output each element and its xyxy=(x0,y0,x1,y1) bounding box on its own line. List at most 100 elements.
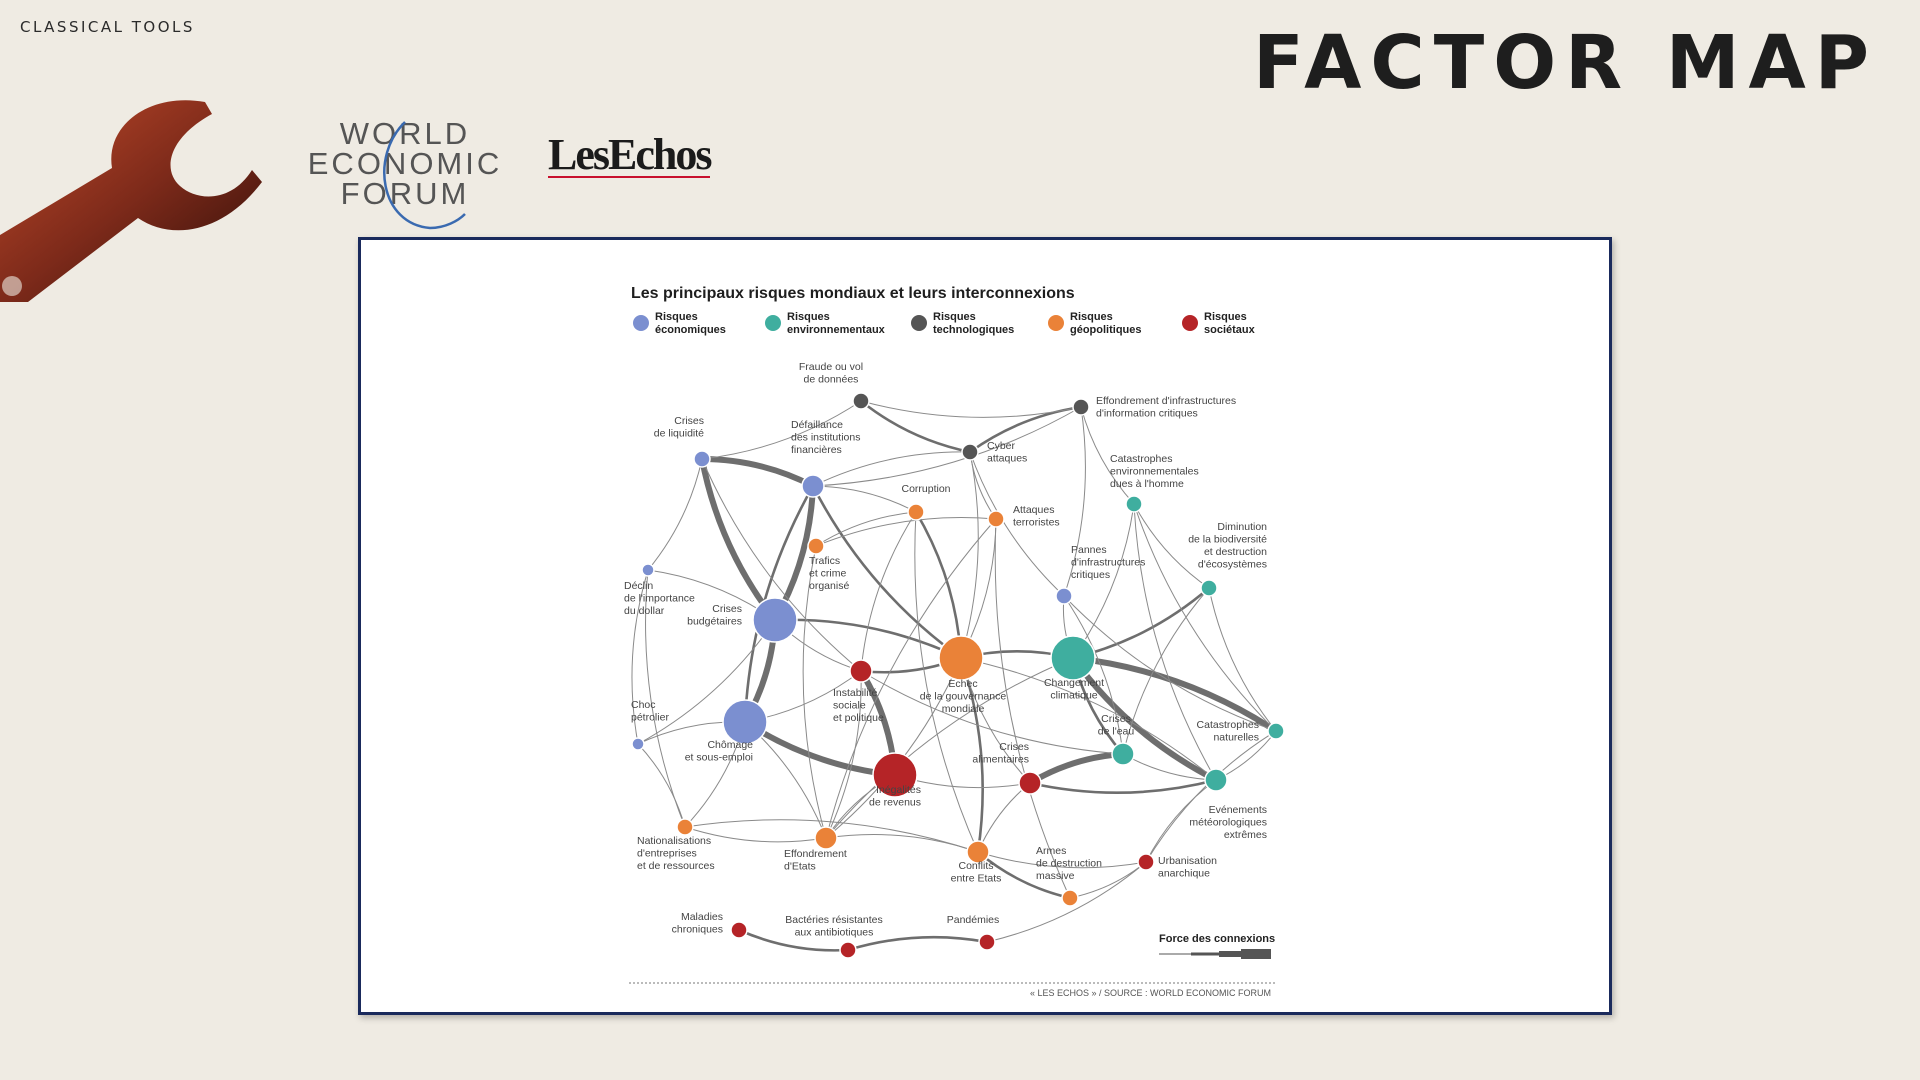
risk-node-label-line: Choc xyxy=(631,699,656,711)
risk-node-label-line: Corruption xyxy=(901,483,950,495)
risk-node-circle[interactable] xyxy=(631,737,645,751)
risk-node-label-line: terroristes xyxy=(1013,517,1060,529)
risk-node-circle[interactable] xyxy=(676,818,694,836)
risk-node-label-line: de destruction xyxy=(1036,858,1102,870)
risk-node-circle[interactable] xyxy=(1111,742,1135,766)
risk-node-circle[interactable] xyxy=(801,474,825,498)
connection-pandemies-urban xyxy=(986,861,1147,943)
risk-node-circle[interactable] xyxy=(693,450,711,468)
risk-node-circle[interactable] xyxy=(907,503,925,521)
connection-defaill-cyber xyxy=(812,451,971,487)
risk-node-circle[interactable] xyxy=(1061,889,1079,907)
risk-node-circle[interactable] xyxy=(814,826,838,850)
risk-node-circle[interactable] xyxy=(1125,495,1143,513)
risk-node-circle[interactable] xyxy=(1200,579,1218,597)
risk-node-circle[interactable] xyxy=(730,921,748,939)
risk-node-circle[interactable] xyxy=(839,941,857,959)
risk-node-circle[interactable] xyxy=(1137,853,1155,871)
risk-node-circle[interactable] xyxy=(849,659,873,683)
risk-node-circle[interactable] xyxy=(966,840,990,864)
risk-node-label-line: de liquidité xyxy=(654,428,704,440)
risk-node-circle[interactable] xyxy=(961,443,979,461)
risk-node-circle[interactable] xyxy=(1267,722,1285,740)
connection-fraude-infra xyxy=(860,400,1082,418)
risk-node-circle[interactable] xyxy=(938,635,984,681)
risk-node-circle[interactable] xyxy=(752,597,798,643)
risk-node-circle[interactable] xyxy=(1072,398,1090,416)
risk-node-label-line: Effondrement d'infrastructures xyxy=(1096,395,1236,407)
risk-node-circle[interactable] xyxy=(641,563,655,577)
risk-node-circle[interactable] xyxy=(807,537,825,555)
risk-node-pandemies[interactable]: Pandémies xyxy=(947,914,1000,951)
risk-node-label-line: organisé xyxy=(809,580,849,592)
risk-node-label-line: de l'importance xyxy=(624,593,695,605)
risk-node-circle[interactable] xyxy=(978,933,996,951)
risk-node-circle[interactable] xyxy=(852,392,870,410)
risk-node-circle[interactable] xyxy=(1050,635,1096,681)
legend-swatch xyxy=(911,315,927,331)
risk-node-label-line: d'Etats xyxy=(784,861,816,873)
risk-node-label-line: Instabilité xyxy=(833,687,878,699)
risk-node-label-line: des institutions xyxy=(791,432,860,444)
risk-node-circle[interactable] xyxy=(1204,768,1228,792)
legend-swatch xyxy=(633,315,649,331)
risk-node-label-line: météorologiques xyxy=(1189,817,1267,829)
connection-chomage-inegal xyxy=(742,719,898,778)
legend-label-line: géopolitiques xyxy=(1070,324,1142,336)
risk-node-label-line: chroniques xyxy=(672,924,723,936)
connection-urban-catnat xyxy=(1145,730,1277,863)
risk-node-label-line: aux antibiotiques xyxy=(795,927,874,939)
risk-node-label-line: Bactéries résistantes xyxy=(785,914,882,926)
connection-climat-effetats xyxy=(825,657,1074,839)
risk-node-circle[interactable] xyxy=(722,699,768,745)
wef-logo-line: ECONOMIC xyxy=(307,146,503,181)
risk-node-label-line: de la biodiversité xyxy=(1188,534,1267,546)
risk-node-label-line: et sous-emploi xyxy=(685,752,753,764)
connection-armes-attaques xyxy=(994,518,1071,899)
risk-node-corrupt[interactable]: Corruption xyxy=(901,483,951,521)
risk-node-label-line: et crime xyxy=(809,568,847,580)
legend-label-line: sociétaux xyxy=(1204,324,1256,336)
connection-effetats-conflits xyxy=(825,834,979,853)
risk-node-circle[interactable] xyxy=(1018,771,1042,795)
connection-nation-conflits xyxy=(684,819,979,853)
risk-node-label-line: Armes xyxy=(1036,845,1066,857)
risk-node-circle[interactable] xyxy=(872,752,918,798)
risk-node-circle[interactable] xyxy=(987,510,1005,528)
risk-node-circle[interactable] xyxy=(1055,587,1073,605)
